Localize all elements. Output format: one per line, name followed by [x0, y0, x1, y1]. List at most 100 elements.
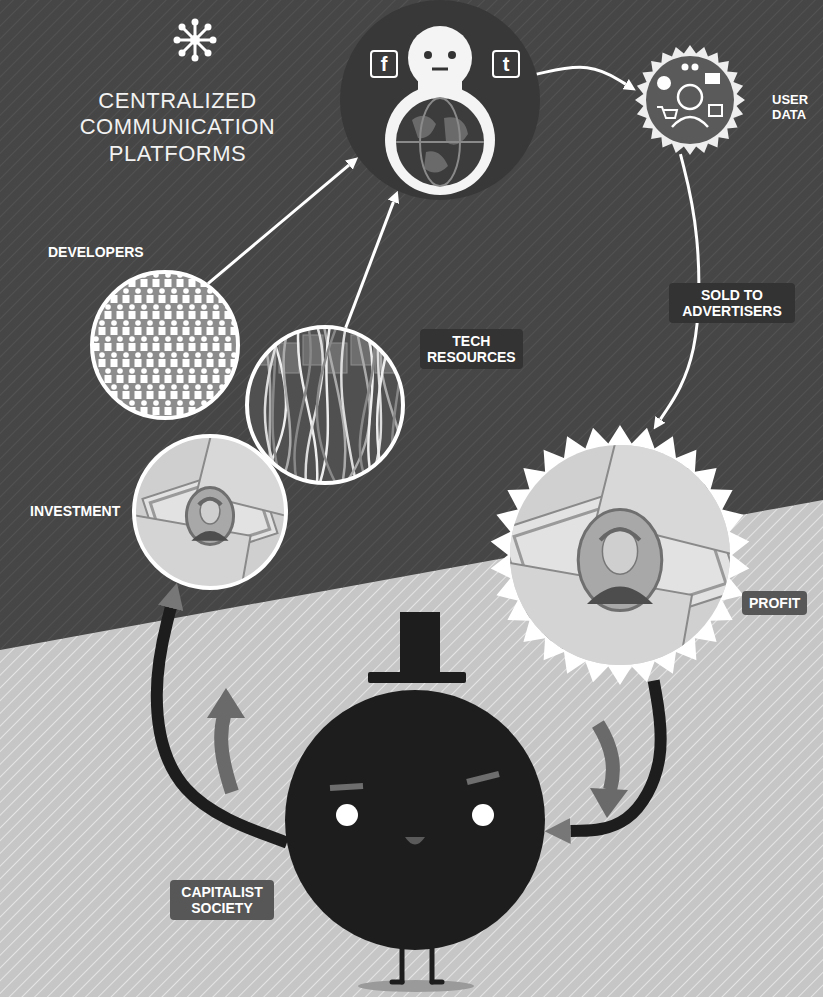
- person-head: [141, 336, 147, 342]
- person-body: [141, 311, 148, 319]
- person-head: [195, 384, 201, 390]
- platform-circle: CENTRALIZED COMMUNICATION PLATFORMS: [340, 0, 540, 200]
- person-body: [105, 343, 112, 351]
- platform-disc: [340, 0, 540, 200]
- person-head: [177, 400, 183, 406]
- person-head: [237, 304, 243, 310]
- person-body: [213, 311, 220, 319]
- people-icon: [692, 64, 699, 71]
- character-body: CAPITALIST SOCIETY: [285, 690, 545, 950]
- person-body: [237, 407, 244, 415]
- cycle-arrowhead: [590, 788, 628, 818]
- person-head: [225, 400, 231, 406]
- network-icon: [174, 19, 217, 62]
- person-body: [141, 375, 148, 383]
- person-head: [195, 352, 201, 358]
- circle-border: [247, 327, 403, 483]
- person-head: [105, 336, 111, 342]
- person-head: [135, 288, 141, 294]
- portrait-coat: [191, 531, 228, 541]
- person-body: [93, 279, 100, 287]
- node-label: TECH RESOURCES: [420, 329, 523, 369]
- person-head: [171, 384, 177, 390]
- photo-icon: [709, 105, 722, 116]
- person-head: [135, 384, 141, 390]
- eyebrow: [330, 786, 363, 788]
- profit-seal: PROFIT: [490, 425, 750, 685]
- dot: [179, 50, 186, 57]
- person-body: [225, 407, 232, 415]
- person-body: [219, 327, 226, 335]
- person-head: [225, 336, 231, 342]
- person-body: [147, 295, 154, 303]
- person-body: [117, 375, 124, 383]
- person-head: [147, 320, 153, 326]
- person-head: [207, 352, 213, 358]
- person-head: [165, 304, 171, 310]
- person-body: [147, 359, 154, 367]
- person-body: [177, 375, 184, 383]
- person-head: [213, 336, 219, 342]
- person-head: [93, 400, 99, 406]
- person-head: [207, 320, 213, 326]
- person-body: [177, 311, 184, 319]
- person-head: [99, 320, 105, 326]
- person-head: [135, 352, 141, 358]
- person-body: [171, 391, 178, 399]
- person-head: [117, 272, 123, 278]
- person-head: [243, 320, 249, 326]
- icon-spokes: [178, 23, 212, 57]
- eye: [472, 804, 494, 826]
- person-head: [213, 304, 219, 310]
- person-head: [201, 336, 207, 342]
- person-head: [225, 368, 231, 374]
- person-head: [165, 336, 171, 342]
- person-body: [117, 407, 124, 415]
- person-body: [99, 391, 106, 399]
- person-body: [177, 343, 184, 351]
- person-body: [243, 327, 250, 335]
- money-photo: [465, 403, 823, 715]
- person-body: [219, 423, 226, 431]
- node-label: INVESTMENT: [30, 503, 120, 519]
- person-head: [219, 320, 225, 326]
- person-head: [231, 384, 237, 390]
- person-body: [135, 391, 142, 399]
- person-body: [153, 311, 160, 319]
- person-head: [123, 352, 129, 358]
- cycle-arrow: [221, 716, 232, 792]
- person-body: [135, 327, 142, 335]
- person-body: [213, 407, 220, 415]
- person-head: [183, 320, 189, 326]
- person-head: [93, 304, 99, 310]
- person-body: [153, 407, 160, 415]
- person-body: [171, 359, 178, 367]
- person-body: [237, 375, 244, 383]
- dot: [192, 55, 199, 62]
- seal-inner: [646, 56, 734, 144]
- figure-mouth: [432, 68, 448, 71]
- person-body: [183, 391, 190, 399]
- person-body: [165, 311, 172, 319]
- person-head: [129, 336, 135, 342]
- cable: [306, 320, 323, 495]
- node-shape: [132, 434, 288, 590]
- person-body: [237, 311, 244, 319]
- person-head: [117, 336, 123, 342]
- person-body: [135, 423, 142, 431]
- person-body: [225, 343, 232, 351]
- person-body: [141, 343, 148, 351]
- person-body: [219, 359, 226, 367]
- person-body: [171, 327, 178, 335]
- user-head: [678, 85, 702, 109]
- person-body: [195, 423, 202, 431]
- person-body: [243, 295, 250, 303]
- person-head: [231, 288, 237, 294]
- person-head: [195, 416, 201, 422]
- person-body: [231, 423, 238, 431]
- person-body: [123, 359, 130, 367]
- cart-icon: [657, 107, 677, 118]
- person-head: [147, 384, 153, 390]
- person-head: [129, 304, 135, 310]
- person-body: [171, 423, 178, 431]
